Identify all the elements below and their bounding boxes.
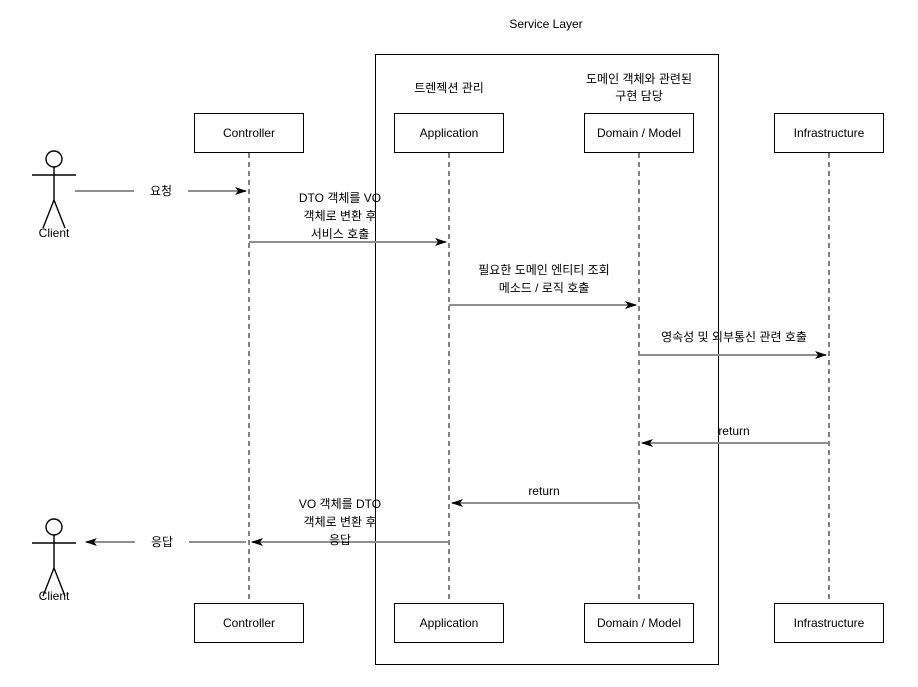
lifeline-head-infrastructure-bottom: Infrastructure <box>774 603 884 643</box>
lifeline-head-domain-top: Domain / Model <box>584 113 694 153</box>
service-layer-frame <box>375 54 719 665</box>
message-label-return-infra: return <box>718 424 750 438</box>
message-label-vo-to-dto: VO 객체를 DTO 객체로 변환 후 응답 <box>298 497 382 547</box>
message-label-response: 응답 <box>135 534 189 550</box>
lifeline-head-controller-bottom: Controller <box>194 603 304 643</box>
message-label-return-domain: return <box>528 484 560 498</box>
lifeline-head-controller-top: Controller <box>194 113 304 153</box>
lifeline-head-domain-bottom: Domain / Model <box>584 603 694 643</box>
lifeline-head-application-top: Application <box>394 113 504 153</box>
message-label-dto-to-vo: DTO 객체를 VO 객체로 변환 후 서비스 호출 <box>298 191 382 241</box>
lifeline-head-infrastructure-top: Infrastructure <box>774 113 884 153</box>
domain-note: 도메인 객체와 관련된 구현 담당 <box>585 72 693 103</box>
message-label-domain-call: 필요한 도메인 엔티티 조회 메소드 / 로직 호출 <box>478 263 610 295</box>
actor-client-top-icon <box>32 150 76 229</box>
actor-client-top-label: Client <box>38 226 70 240</box>
message-label-persistence-call: 영속성 및 외부통신 관련 호출 <box>661 330 807 344</box>
actor-client-bottom-icon <box>32 518 76 597</box>
application-note: 트렌젝션 관리 <box>414 81 484 95</box>
message-label-request: 요청 <box>134 183 188 199</box>
actor-client-bottom-label: Client <box>38 589 70 603</box>
frame-title: Service Layer <box>509 17 583 31</box>
lifeline-head-application-bottom: Application <box>394 603 504 643</box>
